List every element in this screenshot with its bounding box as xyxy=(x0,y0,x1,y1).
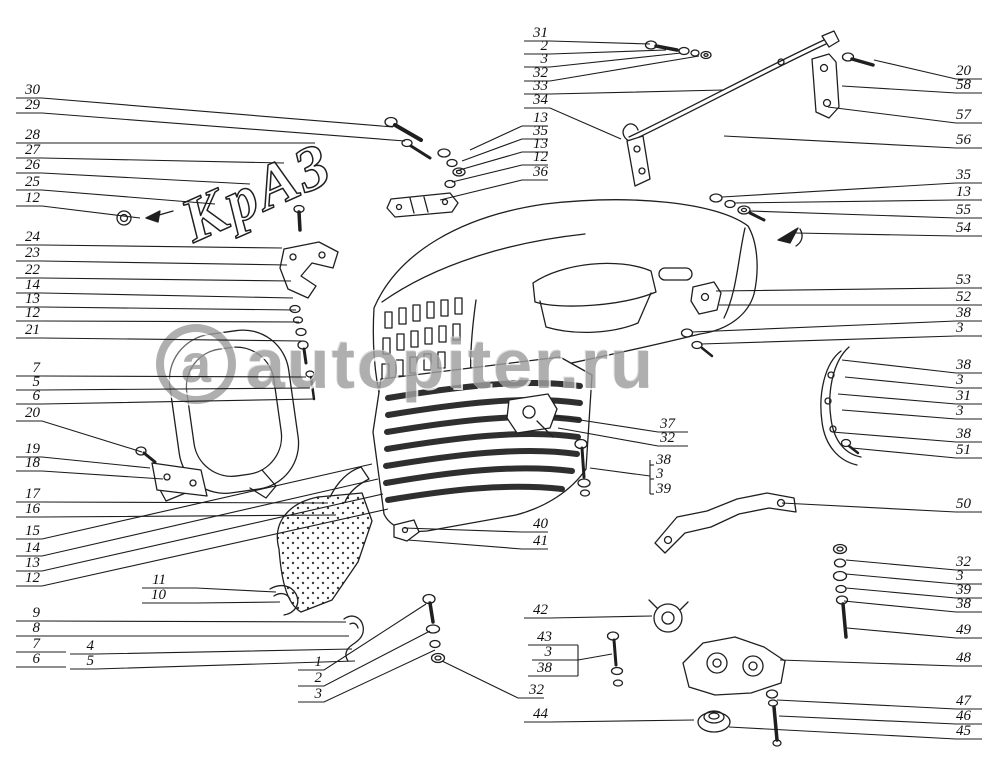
callout-12: 12 xyxy=(533,149,548,165)
callout-6: 6 xyxy=(32,651,41,667)
callout-3: 3 xyxy=(956,568,964,584)
callout-38: 38 xyxy=(537,660,552,676)
callout-35: 35 xyxy=(533,123,548,139)
callout-38: 38 xyxy=(956,357,971,373)
callout-42: 42 xyxy=(533,602,548,618)
callout-3: 3 xyxy=(956,372,964,388)
callout-11: 11 xyxy=(152,572,166,588)
callout-22: 22 xyxy=(25,262,40,278)
callout-16: 16 xyxy=(25,501,40,517)
callout-47: 47 xyxy=(956,693,971,709)
callout-8: 8 xyxy=(32,620,41,636)
callout-32: 32 xyxy=(660,430,675,446)
callout-32: 32 xyxy=(529,682,544,698)
callout-43: 43 xyxy=(537,629,552,645)
callout-44: 44 xyxy=(533,706,548,722)
callout-38: 38 xyxy=(956,305,971,321)
callout-5: 5 xyxy=(86,653,95,669)
callout-54: 54 xyxy=(956,220,971,236)
callout-38: 38 xyxy=(656,452,671,468)
callout-4: 4 xyxy=(86,638,95,654)
callout-27: 27 xyxy=(25,142,40,158)
callout-13: 13 xyxy=(25,291,40,307)
callout-49: 49 xyxy=(956,622,971,638)
callout-13: 13 xyxy=(533,110,548,126)
callout-17: 17 xyxy=(25,486,40,502)
callout-31: 31 xyxy=(956,388,971,404)
callout-39: 39 xyxy=(956,582,971,598)
callout-48: 48 xyxy=(956,650,971,666)
callout-3: 3 xyxy=(656,466,664,482)
callout-39: 39 xyxy=(656,481,671,497)
callout-45: 45 xyxy=(956,723,971,739)
callout-34: 34 xyxy=(533,92,548,108)
callout-25: 25 xyxy=(25,174,40,190)
callout-56: 56 xyxy=(956,132,971,148)
callout-51: 51 xyxy=(956,442,971,458)
callout-5: 5 xyxy=(32,374,41,390)
callout-33: 33 xyxy=(533,78,548,94)
callout-37: 37 xyxy=(660,416,675,432)
callout-50: 50 xyxy=(956,496,971,512)
callout-57: 57 xyxy=(956,107,971,123)
callout-52: 52 xyxy=(956,289,971,305)
callout-38: 38 xyxy=(956,426,971,442)
callout-29: 29 xyxy=(25,97,40,113)
callout-1: 1 xyxy=(314,654,323,670)
callout-13: 13 xyxy=(25,555,40,571)
callout-20: 20 xyxy=(25,405,40,421)
callout-41: 41 xyxy=(533,533,548,549)
callout-13: 13 xyxy=(533,136,548,152)
callout-32: 32 xyxy=(533,65,548,81)
callout-7: 7 xyxy=(32,360,41,376)
callout-31: 31 xyxy=(533,25,548,41)
callout-10: 10 xyxy=(151,587,166,603)
callout-28: 28 xyxy=(25,127,40,143)
callout-30: 30 xyxy=(25,82,40,98)
callout-14: 14 xyxy=(25,540,40,556)
callout-12: 12 xyxy=(25,305,40,321)
callout-12: 12 xyxy=(25,570,40,586)
callout-15: 15 xyxy=(25,523,40,539)
callout-3: 3 xyxy=(544,644,553,660)
callout-18: 18 xyxy=(25,455,40,471)
callout-46: 46 xyxy=(956,708,971,724)
callout-14: 14 xyxy=(25,277,40,293)
callout-6: 6 xyxy=(32,388,41,404)
callout-23: 23 xyxy=(25,245,40,261)
callout-2: 2 xyxy=(314,670,323,686)
callout-53: 53 xyxy=(956,272,971,288)
callout-32: 32 xyxy=(956,554,971,570)
callout-58: 58 xyxy=(956,77,971,93)
callout-3: 3 xyxy=(540,51,549,67)
callout-21: 21 xyxy=(25,322,40,338)
callout-40: 40 xyxy=(533,516,548,532)
callout-20: 20 xyxy=(956,63,971,79)
callout-24: 24 xyxy=(25,229,40,245)
callout-2: 2 xyxy=(540,38,549,54)
callout-26: 26 xyxy=(25,157,40,173)
callout-36: 36 xyxy=(533,164,548,180)
callout-3: 3 xyxy=(314,686,323,702)
callout-19: 19 xyxy=(25,441,40,457)
callout-12: 12 xyxy=(25,190,40,206)
callout-3: 3 xyxy=(956,320,964,336)
callout-3: 3 xyxy=(956,403,964,419)
callout-9: 9 xyxy=(32,605,41,621)
callout-38: 38 xyxy=(956,596,971,612)
callout-55: 55 xyxy=(956,202,971,218)
callout-35: 35 xyxy=(956,167,971,183)
callout-7: 7 xyxy=(32,636,41,652)
callout-13: 13 xyxy=(956,184,971,200)
